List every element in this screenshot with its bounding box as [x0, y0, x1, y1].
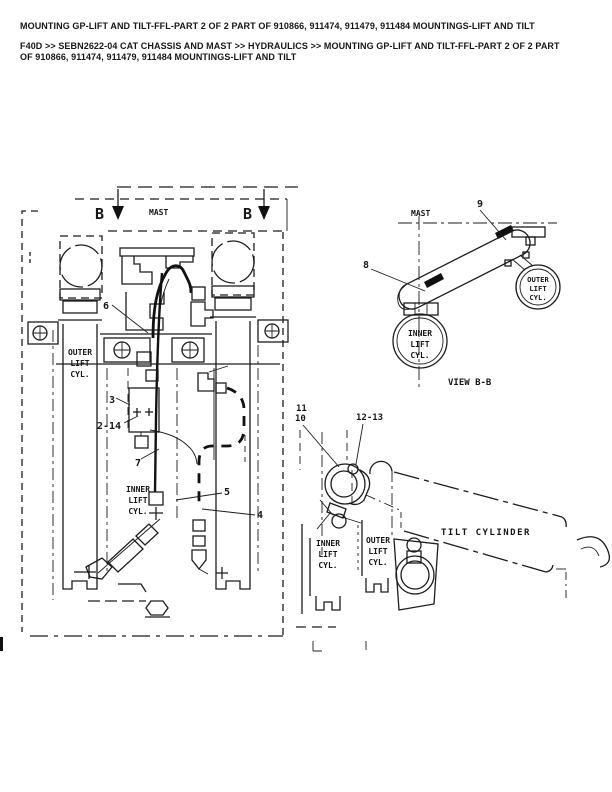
clamp-9	[495, 225, 514, 239]
valve-block	[128, 387, 160, 436]
front-view-callouts: 6 3 2-14 7 5 4	[97, 301, 263, 521]
front-view-diagram: B B MAST	[0, 186, 298, 651]
inner-lift-cyl-label-3: CYL.	[128, 507, 147, 516]
carriage-structure	[119, 247, 195, 331]
clamp-8	[424, 273, 444, 288]
outer-cyl-bb-2: LIFT	[529, 284, 547, 293]
callout-3: 3	[109, 395, 115, 406]
mast-outline	[21, 198, 287, 637]
section-cut-line-bb	[112, 186, 298, 231]
mast-label-bb: MAST	[411, 209, 430, 218]
outer-cyl-tilt-3: CYL.	[368, 558, 387, 567]
outer-cyl-bb-1: OUTER	[527, 275, 549, 284]
callout-9: 9	[477, 199, 483, 210]
section-letter-left: B	[95, 205, 104, 223]
outer-cyl-circle-bb: OUTER LIFT CYL.	[515, 264, 561, 310]
mast-label: MAST	[149, 208, 168, 217]
outer-cyl-tilt-2: LIFT	[368, 547, 387, 556]
right-sheave-assembly	[210, 232, 256, 590]
callout-11: 11	[296, 404, 307, 414]
rod-eye-assembly	[316, 463, 371, 530]
breadcrumb: F40D >> SEBN2622-04 CAT CHASSIS AND MAST…	[20, 41, 560, 62]
view-bb-caption: VIEW B-B	[448, 378, 492, 388]
mast-rails-tilt	[299, 430, 393, 570]
outer-cyl-bb-3: CYL.	[529, 293, 546, 302]
tilt-cylinder-diagram: 11 10 12-13	[295, 404, 611, 652]
left-sheave-assembly	[58, 235, 103, 590]
callout-5: 5	[224, 487, 230, 498]
inner-cyl-tilt-1: INNER	[316, 539, 340, 548]
hose-fittings	[134, 351, 229, 449]
callout-10: 10	[295, 414, 306, 424]
outer-lift-cyl-label-1: OUTER	[68, 348, 92, 357]
lower-fittings-right	[191, 519, 228, 579]
outer-cyl-tilt-1: OUTER	[366, 536, 390, 545]
inner-cyl-tilt-3: CYL.	[318, 561, 337, 570]
tilt-callouts: 11 10 12-13	[295, 404, 383, 468]
callout-12-13: 12-13	[356, 413, 383, 423]
inner-cyl-tilt-2: LIFT	[318, 550, 337, 559]
inner-cyl-bb-1: INNER	[408, 329, 432, 338]
inner-cyl-circle-bb: INNER LIFT CYL.	[392, 313, 448, 369]
outer-channel: OUTER LIFT CYL.	[361, 520, 390, 593]
crossmember-tube	[397, 225, 546, 316]
callout-6: 6	[103, 301, 109, 312]
section-letter-right: B	[243, 205, 252, 223]
view-bb-callouts: 9 8	[363, 199, 507, 292]
callout-8: 8	[363, 260, 369, 271]
scan-artifact	[0, 637, 3, 651]
inner-cyl-bb-2: LIFT	[410, 340, 429, 349]
left-mount-bracket	[27, 321, 59, 345]
right-mount-bracket	[257, 319, 289, 343]
inner-channel: INNER LIFT CYL.	[296, 524, 367, 652]
hose-dashed	[149, 386, 246, 506]
inner-lift-cyl-label-1: INNER	[126, 485, 150, 494]
page-title: MOUNTING GP-LIFT AND TILT-FFL-PART 2 OF …	[20, 21, 535, 31]
crossmember	[56, 333, 280, 365]
bottom-hardware	[88, 583, 170, 618]
tilt-cylinder-outline	[341, 460, 611, 598]
callout-2-14: 2-14	[97, 421, 121, 432]
outer-lift-cyl-label-2: LIFT	[70, 359, 89, 368]
hose-vertical	[148, 272, 164, 520]
view-bb-diagram: MAST OUTER LIFT CYL. INNER	[363, 199, 561, 390]
inner-lift-cyl-label-2: LIFT	[128, 496, 147, 505]
outer-lift-cyl-label-3: CYL.	[70, 370, 89, 379]
front-view-labels: OUTER LIFT CYL. INNER LIFT CYL.	[68, 348, 150, 516]
inner-cyl-bb-3: CYL.	[410, 351, 429, 360]
tilt-cylinder-label: TILT CYLINDER	[441, 528, 531, 538]
callout-7: 7	[135, 458, 141, 469]
diagonal-fitting-chain	[74, 518, 161, 580]
callout-4: 4	[257, 510, 263, 521]
outer-cyl-top-mount	[393, 537, 439, 611]
